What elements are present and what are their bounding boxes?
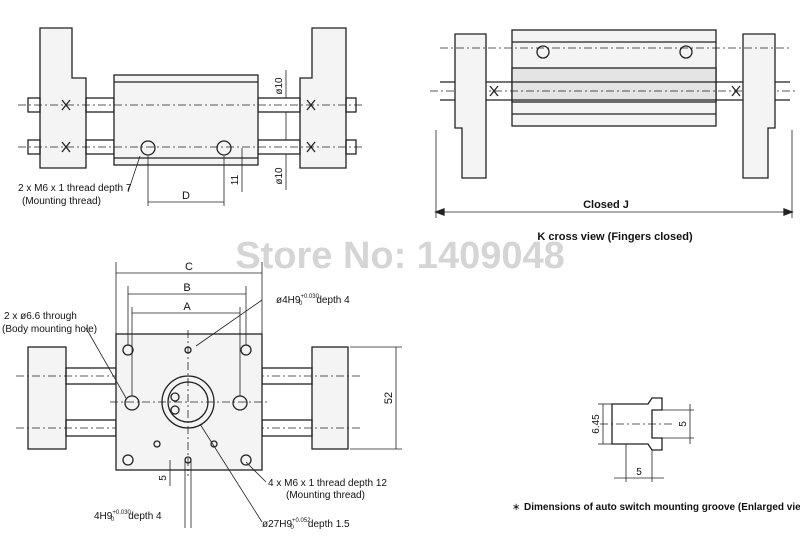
leader-bore — [199, 423, 263, 523]
right-finger — [311, 346, 349, 450]
k-view-caption: K cross view (Fingers closed) — [537, 231, 693, 243]
mount-thread-hole — [240, 454, 252, 466]
groove-caption: Dimensions of auto switch mounting groov… — [524, 502, 800, 513]
side-view-top-left: ø10 ø10 11 D 2 x M6 x 1 thread depth 7 (… — [18, 27, 362, 207]
note-thread-2: (Mounting thread) — [286, 490, 365, 501]
dim-5-right: 5 — [678, 421, 689, 427]
leader-through — [85, 327, 127, 399]
mounting-hole — [216, 140, 232, 156]
dim-phi10-top: ø10 — [274, 77, 285, 95]
mount-thread-hole — [122, 454, 134, 466]
dim-A: A — [183, 301, 191, 313]
dim-6-45: 6.45 — [591, 414, 602, 434]
dim-C: C — [185, 261, 193, 273]
groove-enlarged-view: 6.45 5 5 ∗ Dimensions of auto switch mou… — [512, 397, 800, 513]
note-mount-thread-2: (Mounting thread) — [22, 196, 101, 207]
dim-D: D — [182, 190, 190, 202]
right-finger — [299, 27, 347, 169]
bearing-marks — [489, 85, 499, 97]
bearing-marks — [731, 85, 741, 97]
note-thread-1: 4 x M6 x 1 thread depth 12 — [268, 478, 387, 489]
small-hole — [210, 440, 218, 448]
store-watermark: Store No: 1409048 — [235, 235, 565, 277]
leader-line — [127, 155, 141, 193]
note-through-1: 2 x ø6.6 through — [4, 311, 77, 322]
k-cross-view: Closed J K cross view (Fingers closed) — [430, 29, 795, 243]
body-hole — [679, 45, 693, 59]
right-finger — [742, 33, 776, 179]
dim-5-bottom: 5 — [636, 467, 642, 478]
groove-profile — [611, 397, 663, 451]
caption-star: ∗ — [512, 502, 520, 513]
leader-pin-top — [195, 299, 263, 347]
plan-view-bottom-left: C B A 52 5 2 x ø6.6 through (Body mounti… — [2, 261, 402, 531]
dim-B: B — [183, 282, 190, 294]
body-plan — [115, 333, 263, 471]
dim-52: 52 — [383, 392, 395, 404]
left-finger — [454, 33, 487, 179]
mounting-hole — [140, 140, 156, 156]
dim-closed-j: Closed J — [583, 199, 629, 211]
dim-11: 11 — [230, 174, 241, 185]
left-finger — [39, 27, 87, 169]
note-through-2: (Body mounting hole) — [2, 324, 97, 335]
body-hole — [536, 45, 550, 59]
body-center-band — [511, 67, 717, 103]
left-finger — [27, 346, 67, 450]
gripper-body — [113, 74, 259, 166]
dim-5: 5 — [158, 475, 169, 481]
dim-phi10-bottom: ø10 — [274, 167, 285, 185]
small-hole — [153, 440, 161, 448]
note-mount-thread-1: 2 x M6 x 1 thread depth 7 — [18, 183, 132, 194]
leader-thread — [245, 461, 267, 483]
